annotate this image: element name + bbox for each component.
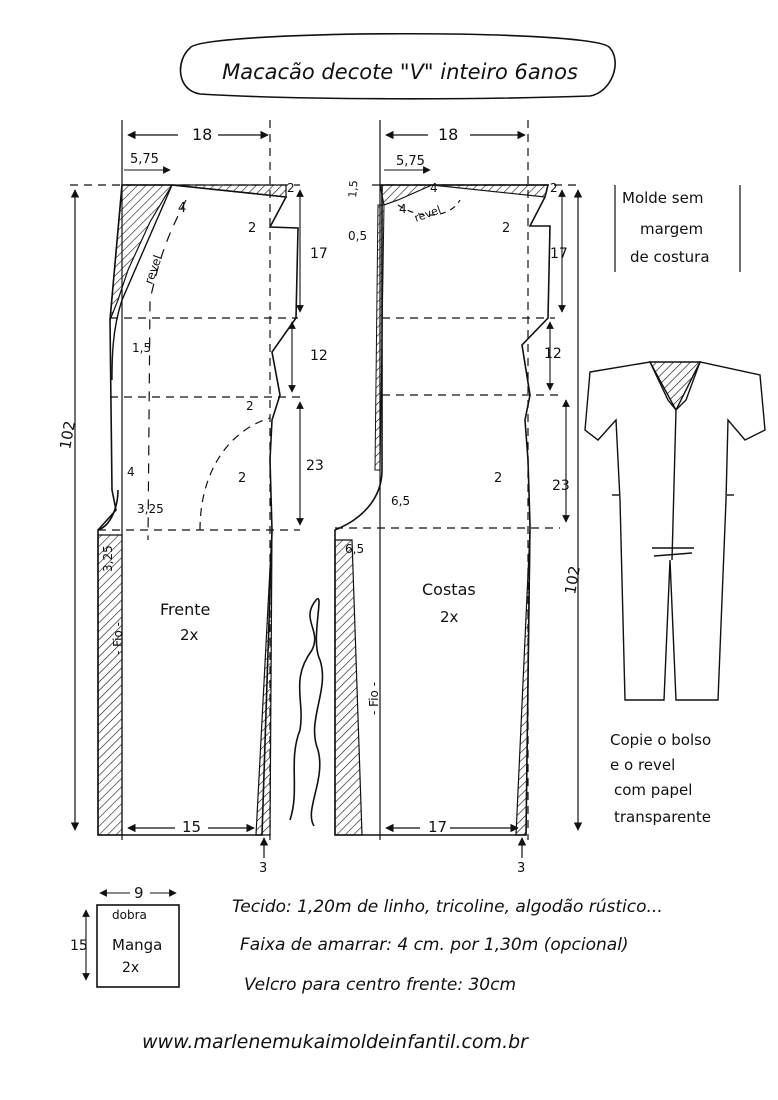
- back-qty: 2x: [440, 608, 459, 626]
- back-shoulder-drop-left: 4: [430, 181, 438, 195]
- jumpsuit-sketch: [584, 361, 766, 701]
- front-label: Frente: [160, 600, 210, 619]
- front-hip: 23: [306, 458, 324, 474]
- sleeve-piece: [82, 889, 180, 988]
- front-shoulder-drop-right: 2: [287, 181, 295, 195]
- front-hem: 15: [182, 818, 201, 836]
- front-crotch-curve: 2: [238, 471, 246, 486]
- note-line-3: de costura: [630, 248, 710, 266]
- fabric-line-1: Tecido: 1,20m de linho, tricoline, algod…: [232, 897, 663, 917]
- sleeve-qty: 2x: [122, 960, 139, 976]
- sleeve-fold: dobra: [112, 908, 147, 922]
- back-hem-drop: 3: [517, 861, 525, 876]
- note-line-2: margem: [640, 220, 703, 238]
- back-waist: 12: [544, 346, 562, 362]
- back-crotch-ext-side: 6,5: [345, 542, 364, 556]
- sleeve-label: Manga: [112, 936, 162, 954]
- back-label: Costas: [422, 580, 476, 599]
- copy-note-line-4: transparente: [614, 808, 711, 826]
- fabric-line-3: Velcro para centro frente: 30cm: [244, 975, 516, 995]
- note-box: [614, 185, 741, 272]
- back-shoulder-drop-right: 2: [550, 181, 558, 195]
- front-crotch-drop: 2: [246, 399, 254, 413]
- front-neck-width: 5,75: [130, 152, 159, 167]
- back-facing-label: revel: [413, 203, 443, 225]
- front-top-width: 18: [192, 125, 212, 144]
- fabric-line-2: Faixa de amarrar: 4 cm. por 1,30m (opcio…: [240, 935, 629, 955]
- front-crotch-ext: 3,25: [137, 502, 164, 516]
- copy-note-line-1: Copie o bolso: [610, 731, 711, 749]
- front-height: 102: [56, 419, 79, 450]
- front-qty: 2x: [180, 626, 199, 644]
- back-height: 102: [561, 564, 584, 595]
- back-shoulder-slope: 2: [502, 221, 510, 236]
- front-shoulder-slope: 2: [248, 221, 256, 236]
- copy-note-line-3: com papel: [614, 781, 692, 799]
- back-crotch-curve: 2: [494, 471, 502, 486]
- website-url: www.marlenemukaimoldeinfantil.com.br: [142, 1031, 529, 1053]
- copy-note-line-2: e o revel: [610, 756, 675, 774]
- back-top-width: 18: [438, 125, 458, 144]
- sleeve-height: 15: [70, 938, 88, 954]
- title-bubble: [179, 32, 616, 100]
- front-side-step: 4: [127, 465, 135, 479]
- page-title: Macacão decote "V" inteiro 6anos: [222, 60, 578, 84]
- back-neck-side: 0,5: [348, 229, 367, 243]
- front-hem-drop: 3: [259, 861, 267, 876]
- sleeve-width: 9: [134, 884, 144, 902]
- note-line-1: Molde sem: [622, 189, 703, 207]
- front-grain-label: - Fio -: [111, 622, 125, 655]
- front-waist: 12: [310, 348, 328, 364]
- back-armhole: 17: [550, 246, 568, 262]
- front-shoulder-drop-left: 4: [178, 201, 186, 216]
- back-neck-drop: 4: [399, 202, 407, 216]
- back-crotch-ext: 6,5: [391, 494, 410, 508]
- back-hip: 23: [552, 478, 570, 494]
- back-piece: [334, 120, 583, 858]
- front-lower-step: 1,5: [132, 341, 151, 355]
- back-neck-width: 5,75: [396, 154, 425, 169]
- front-piece: [70, 120, 304, 858]
- signature: [289, 597, 324, 827]
- front-armhole: 17: [310, 246, 328, 262]
- front-facing-label: revel: [142, 253, 165, 286]
- back-hem: 17: [428, 818, 447, 836]
- back-grain-label: - Fio -: [367, 682, 381, 715]
- back-neck-rise: 1,5: [346, 180, 360, 199]
- front-crotch-ext-side: 3,25: [101, 545, 115, 572]
